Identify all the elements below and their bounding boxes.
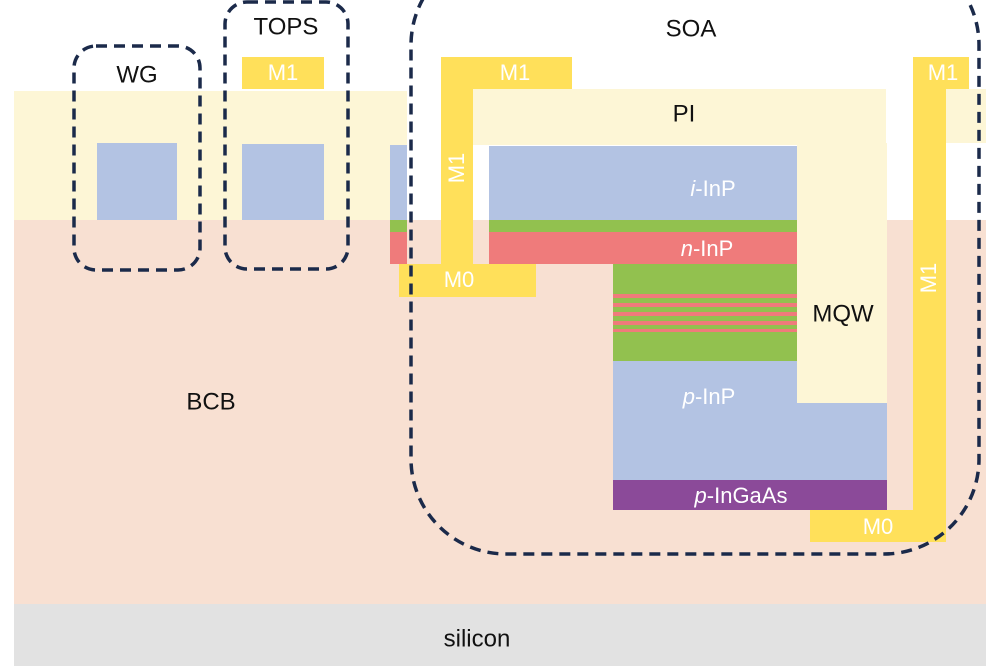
mqw-label: MQW [812,300,874,327]
bcb-label: BCB [186,388,235,415]
m0-right-pad [810,510,946,542]
wg-label: WG [116,61,157,88]
m1-right-top-label: M1 [928,60,959,85]
mqw-well-5 [613,329,797,332]
mqw-well-3 [613,312,797,316]
i-inp-label-rest: -InP [695,176,735,201]
i-inp-label-italic: i [690,176,696,201]
pi-mqw-fill [797,143,887,403]
silicon-layer [14,604,986,666]
wg-core [97,143,177,220]
n-inp-layer [489,232,797,264]
pi-layer-left [14,91,407,220]
i-inp-label: i-InP [690,176,735,201]
m1-soa-left-vertical [441,57,473,297]
m0-left-label: M0 [444,267,475,292]
p-ingaas-layer [613,480,887,510]
m1-right-vertical [913,57,946,542]
m0-right-label: M0 [863,514,894,539]
p-inp-label-rest: -InP [695,384,735,409]
p-ingaas-label-rest: -InGaAs [707,483,788,508]
tops-outline [223,0,350,271]
tops-core [242,144,324,220]
m1-right-vertical-label: M1 [916,263,941,294]
n-inp-label: n-InP [681,236,734,261]
mqw-well-4 [613,321,797,325]
green-thin-layer [489,220,797,232]
n-inp-label-italic: n [681,236,693,261]
mqw-well-1 [613,294,797,298]
soa-left-strip-green [390,220,407,232]
pi-layer-right [473,89,886,145]
p-inp-layer [613,361,887,480]
m1-soa-left-vertical-label: M1 [444,153,469,184]
m1-tops-label: M1 [268,60,299,85]
soa-label: SOA [666,15,717,42]
n-inp-label-rest: -InP [693,236,733,261]
soa-left-strip-red [390,232,407,264]
m0-left-pad [399,264,536,297]
soa-outline [409,0,981,556]
p-ingaas-label-italic: p [694,483,707,508]
mqw-well-2 [613,303,797,307]
p-inp-label: p-InP [682,384,736,409]
tops-label: TOPS [254,13,319,40]
pi-label: PI [673,100,696,127]
p-inp-label-italic: p [682,384,695,409]
i-inp-layer [489,146,797,220]
silicon-label: silicon [444,625,511,652]
soa-left-strip-blue [390,145,407,220]
p-ingaas-label: p-InGaAs [694,483,788,508]
m1-tops-pad [242,57,324,89]
m1-soa-left-top-label: M1 [500,60,531,85]
wg-outline [72,44,202,272]
